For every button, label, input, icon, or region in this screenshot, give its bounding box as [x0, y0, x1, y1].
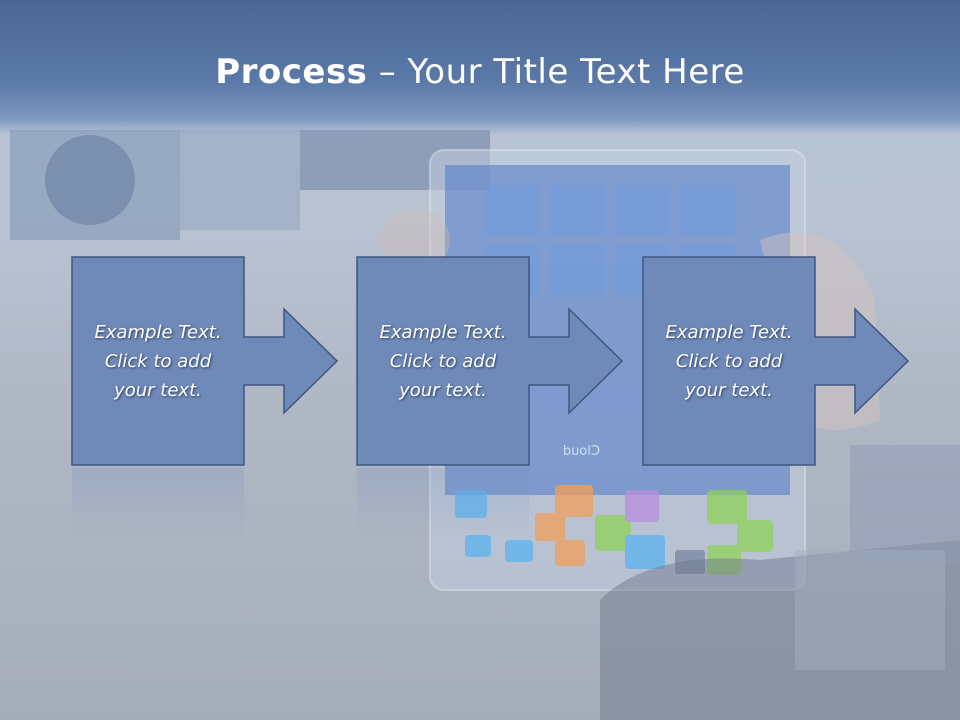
process-step-2[interactable]: Example Text. Click to add your text. — [356, 256, 624, 466]
step-1-arrow-shape — [71, 256, 339, 466]
step-2-text[interactable]: Example Text. Click to add your text. — [379, 321, 507, 401]
step-2-reflection — [357, 468, 529, 538]
step-1-text[interactable]: Example Text. Click to add your text. — [94, 321, 222, 401]
process-step-3[interactable]: Example Text. Click to add your text. — [642, 256, 910, 466]
step-3-text[interactable]: Example Text. Click to add your text. — [665, 321, 793, 401]
title-bold: Process — [215, 52, 368, 92]
slide-title[interactable]: Process – Your Title Text Here — [0, 52, 960, 92]
title-bar — [0, 0, 960, 135]
title-rest: – Your Title Text Here — [367, 52, 745, 92]
step-3-arrow-shape — [642, 256, 910, 466]
process-step-1[interactable]: Example Text. Click to add your text. — [71, 256, 339, 466]
step-2-arrow-shape — [356, 256, 624, 466]
cloud-label: Cloud — [563, 444, 600, 459]
step-1-reflection — [72, 468, 244, 538]
